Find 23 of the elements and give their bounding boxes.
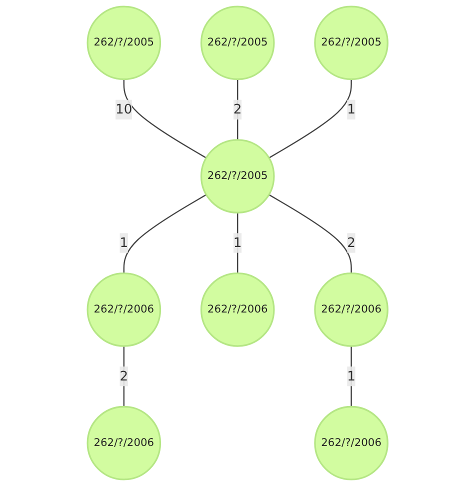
connector (236, 79, 238, 140)
edge-label: 2 (120, 368, 128, 384)
edge-label: 1 (233, 234, 242, 250)
node-circle: 262/?/2005 (200, 139, 275, 214)
connector (268, 79, 352, 158)
node-circle: 262/?/2005 (314, 6, 388, 80)
node-circle: 262/?/2006 (86, 406, 161, 480)
connector (123, 194, 206, 274)
connector (123, 79, 206, 158)
node-circle: 262/?/2006 (314, 406, 388, 480)
connector (123, 346, 124, 407)
edge-label: 1 (120, 234, 128, 250)
edge-label: 2 (233, 101, 242, 117)
node-circle: 262/?/2006 (86, 272, 161, 347)
edge-label: 10 (115, 101, 132, 117)
node-circle: 262/?/2006 (200, 272, 275, 347)
edge-label: 1 (347, 368, 356, 384)
node-circle: 262/?/2005 (200, 6, 275, 80)
node-circle: 262/?/2006 (314, 272, 388, 347)
node-circle: 262/?/2005 (86, 6, 161, 80)
edge-label: 2 (347, 234, 356, 250)
connector (268, 194, 352, 274)
edge-label: 1 (347, 101, 356, 117)
